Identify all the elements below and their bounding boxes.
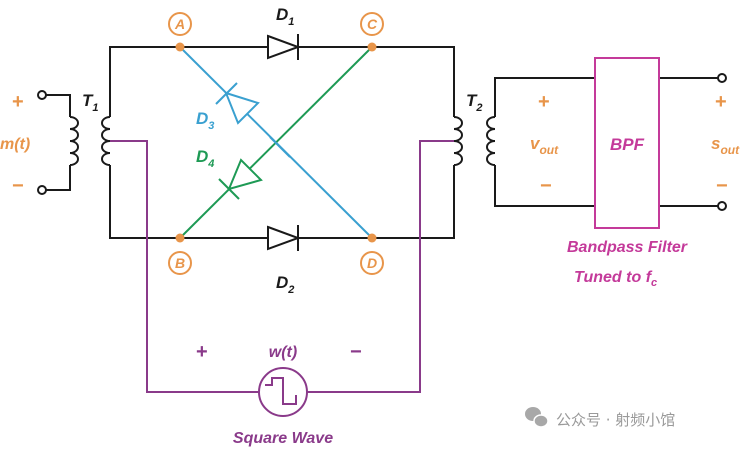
d2-label: D2 — [276, 273, 294, 296]
input-signal-label: m(t) — [0, 136, 30, 153]
input-minus: − — [12, 175, 24, 197]
node-c-dot[interactable] — [367, 42, 377, 52]
t2-label: T2 — [466, 91, 483, 114]
vout-label: vout — [530, 134, 559, 157]
diode-d1 — [267, 34, 301, 60]
carrier-wire-left — [110, 140, 260, 393]
top-wire-left — [109, 46, 268, 117]
carrier-minus: − — [350, 341, 362, 363]
d1-triangle — [267, 34, 301, 60]
bottom-wire-left — [109, 168, 268, 239]
sout-plus: + — [715, 91, 727, 113]
t2-secondary-coil — [486, 116, 496, 166]
d3-triangle — [224, 91, 260, 125]
d4-bar — [218, 178, 240, 200]
output-terminal-minus[interactable] — [717, 201, 727, 211]
bottom-wire-right — [372, 168, 455, 239]
d4-label: D4 — [196, 147, 214, 170]
bpf-caption-line1: Bandpass Filter — [567, 239, 688, 256]
node-a-badge — [168, 12, 192, 36]
node-b-dot[interactable] — [175, 233, 185, 243]
t1-primary-coil — [69, 116, 79, 166]
input-terminal-minus[interactable] — [37, 185, 47, 195]
node-d-label: D — [367, 255, 377, 271]
bridge-wires — [109, 46, 455, 239]
node-c-badge — [360, 12, 384, 36]
input-plus: + — [12, 91, 24, 113]
vout-minus: − — [540, 175, 552, 197]
t1-primary-lead-bottom — [46, 165, 71, 191]
vout-plus: + — [538, 91, 550, 113]
transformer-t1 — [46, 94, 111, 191]
t1-label: T1 — [82, 91, 99, 114]
square-wave-icon — [265, 377, 297, 405]
t2-primary-coil — [453, 116, 463, 166]
carrier-caption: Square Wave — [233, 430, 333, 447]
t1-secondary-coil — [101, 116, 111, 166]
carrier-loop — [110, 140, 454, 417]
bpf-caption-line2: Tuned to fc — [574, 269, 657, 289]
node-c-label: C — [367, 16, 378, 32]
d3-label: D3 — [196, 109, 214, 132]
d3-bar — [215, 82, 238, 105]
t2-secondary-lead-bottom — [494, 165, 595, 207]
bpf-block[interactable] — [594, 57, 660, 229]
output-terminal-plus[interactable] — [717, 73, 727, 83]
node-b-badge — [168, 251, 192, 275]
carrier-signal-label: w(t) — [269, 344, 297, 361]
top-wire-right — [372, 46, 455, 117]
node-d-badge — [360, 251, 384, 275]
watermark: 公众号 · 射频小馆 — [525, 407, 675, 429]
wechat-icon — [525, 407, 549, 428]
node-b-label: B — [175, 255, 185, 271]
node-d-dot[interactable] — [367, 233, 377, 243]
d1-label: D1 — [276, 5, 294, 28]
d2-triangle — [267, 225, 301, 251]
carrier-wire-right — [306, 140, 454, 393]
d4-triangle — [227, 158, 263, 191]
node-badges — [168, 12, 384, 275]
t2-secondary-lead-top — [494, 77, 595, 117]
input-terminal-plus[interactable] — [37, 90, 47, 100]
diode-d2 — [267, 225, 301, 251]
sout-label: sout — [711, 134, 740, 157]
carrier-plus: + — [196, 341, 208, 363]
transformer-t2 — [453, 77, 718, 207]
watermark-text: 公众号 · 射频小馆 — [556, 411, 675, 429]
node-a-label: A — [174, 16, 185, 32]
node-a-dot[interactable] — [175, 42, 185, 52]
sout-minus: − — [716, 175, 728, 197]
bpf-label: BPF — [610, 135, 645, 154]
t1-primary-lead-top — [46, 94, 71, 117]
nodes — [175, 42, 377, 243]
